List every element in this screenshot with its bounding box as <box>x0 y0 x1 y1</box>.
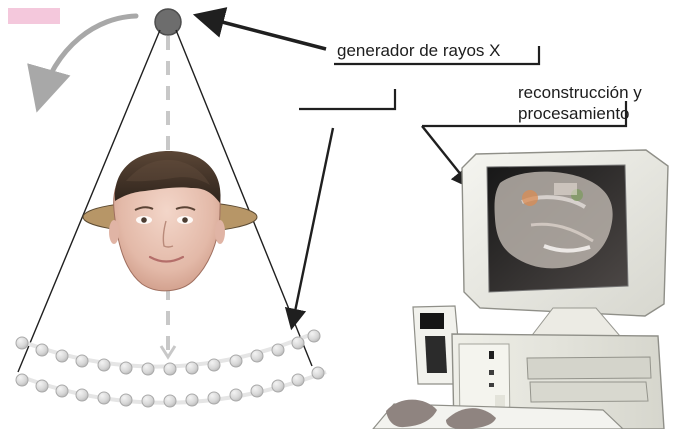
computer-monitor-icon <box>462 150 668 338</box>
reconstruction-processing-label: reconstrucción y procesamiento <box>518 83 642 124</box>
computer-illustration <box>373 150 668 429</box>
head-illustration <box>109 151 225 291</box>
x-ray-generator-label: generador de rayos X <box>337 41 501 61</box>
reconstruction-line-2: procesamiento <box>518 104 642 125</box>
detector-arc <box>16 330 326 407</box>
rotation-arrow <box>39 16 136 104</box>
reconstruction-line-1: reconstrucción y <box>518 83 642 104</box>
